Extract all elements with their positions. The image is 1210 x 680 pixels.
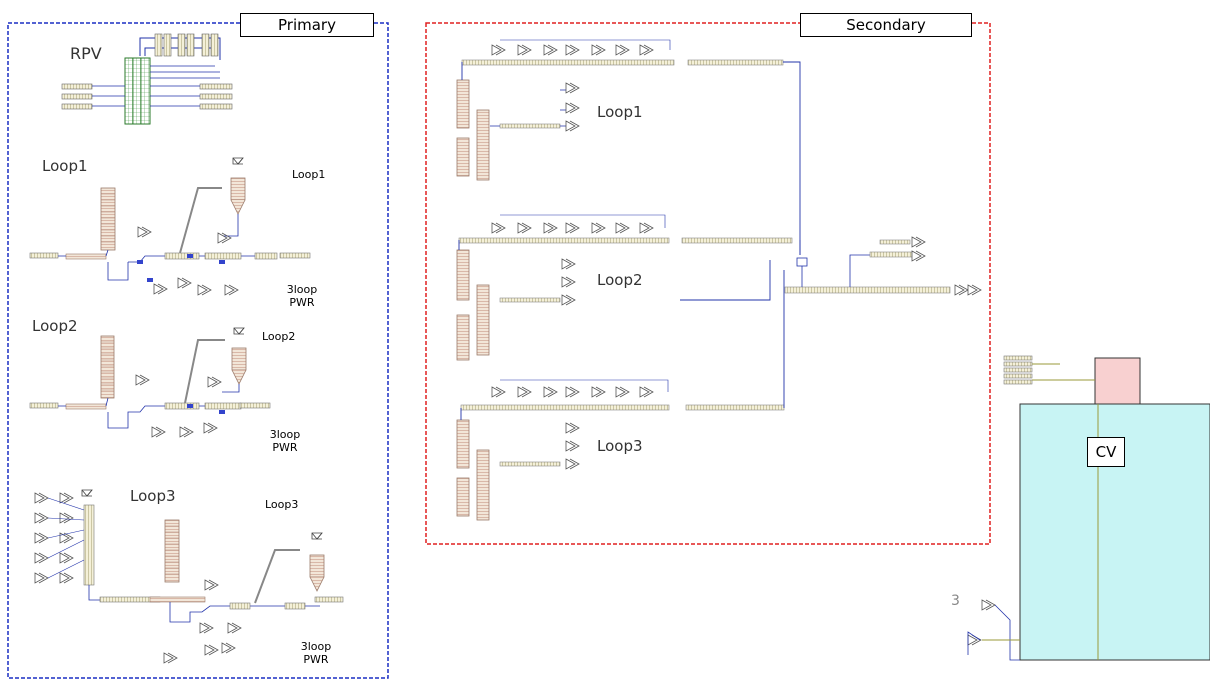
cv-label: CV: [1087, 437, 1125, 467]
secondary-title: Secondary: [800, 13, 972, 37]
primary-loop1-label: Loop1: [42, 157, 88, 175]
primary-loop3-label: Loop3: [130, 487, 176, 505]
primary-loop1-small-label: Loop1: [292, 168, 325, 181]
secondary-loop1-label: Loop1: [597, 103, 643, 121]
secondary-loop1-schematic: [457, 40, 800, 255]
primary-loop3-pwr-label: 3loop PWR: [296, 640, 336, 666]
containment-number-label: 3: [951, 593, 960, 609]
primary-title: Primary: [240, 13, 374, 37]
primary-loop1-pwr-label: 3loop PWR: [282, 283, 322, 309]
secondary-loop3-schematic: [457, 270, 784, 520]
secondary-loop3-label: Loop3: [597, 437, 643, 455]
containment-vessel: [968, 356, 1210, 660]
primary-loop2-schematic: [30, 328, 270, 437]
primary-loop2-small-label: Loop2: [262, 330, 295, 343]
primary-loop3-small-label: Loop3: [265, 498, 298, 511]
primary-loop2-label: Loop2: [32, 317, 78, 335]
primary-loop1-schematic: [30, 158, 310, 295]
primary-loop3-schematic: [35, 490, 343, 663]
secondary-loop2-label: Loop2: [597, 271, 643, 289]
rpv-label: RPV: [70, 44, 102, 63]
steam-header-schematic: [785, 237, 981, 295]
primary-loop2-pwr-label: 3loop PWR: [265, 428, 305, 454]
